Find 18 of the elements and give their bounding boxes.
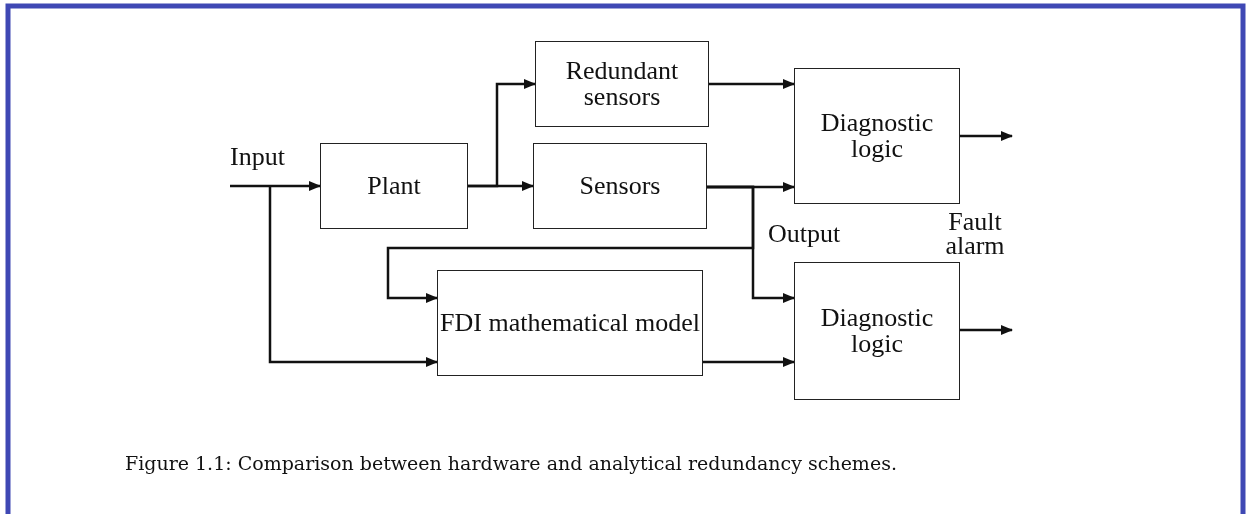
fault-alarm-label: Fault alarm [944, 210, 1006, 258]
process-box: Redundant sensors [535, 41, 709, 127]
arrow [960, 131, 1013, 141]
figure-caption: Figure 1.1: Comparison between hardware and analytical redundancy schemes. [125, 452, 897, 474]
process-box: Diagnostic logic [794, 262, 960, 400]
arrow [707, 185, 795, 303]
arrow [230, 181, 321, 191]
process-box: FDI mathematical model [437, 270, 703, 376]
process-box: Diagnostic logic [794, 68, 960, 204]
output-label: Output [768, 222, 841, 246]
arrow [268, 186, 438, 367]
input-label: Input [230, 145, 285, 169]
process-box: Plant [320, 143, 468, 229]
arrow [468, 181, 534, 191]
process-box: Sensors [533, 143, 707, 229]
arrow [709, 79, 795, 89]
arrow [960, 325, 1013, 335]
arrow [703, 357, 795, 367]
